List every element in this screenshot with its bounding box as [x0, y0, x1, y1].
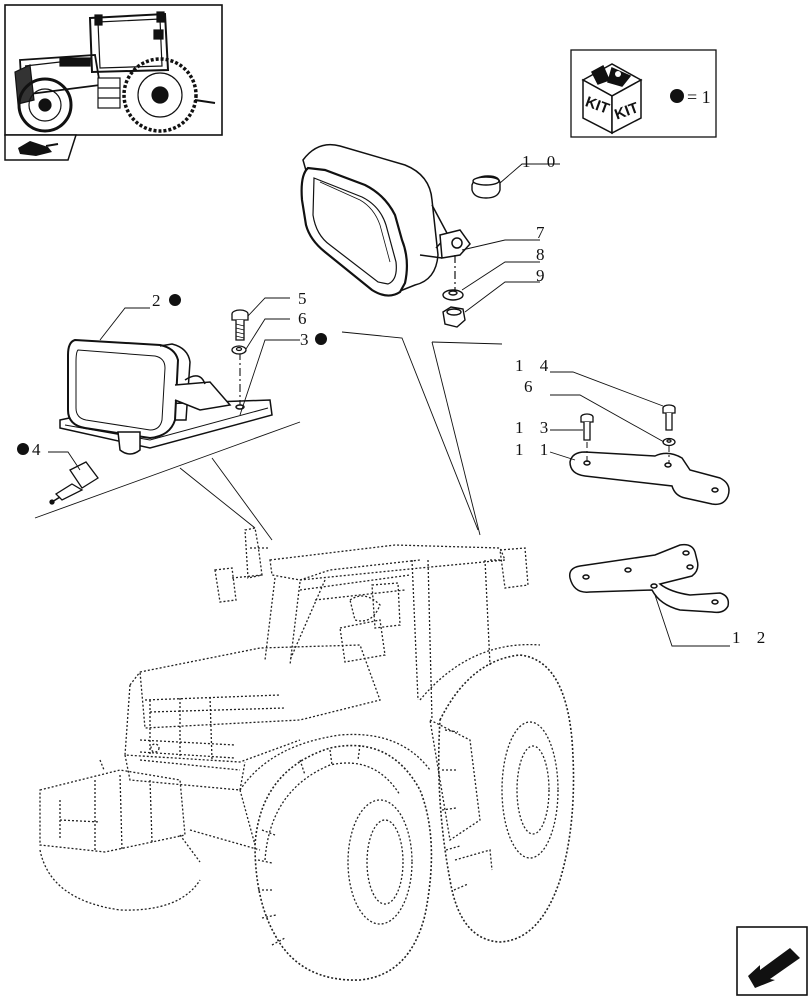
washer-part-6b: [662, 437, 676, 447]
callout-12: 1 2: [732, 628, 771, 647]
tractor-nav-icon[interactable]: [4, 134, 78, 161]
kit-dot-2: [169, 294, 181, 306]
callout-10: 1 0: [522, 152, 561, 171]
cap-part-10: [471, 175, 501, 199]
bracket-part-12: [568, 543, 730, 614]
leaders-upper: [461, 163, 560, 313]
kit-marker-dot: [670, 89, 684, 103]
callout-2: 2: [152, 291, 167, 310]
bolt-part-13: [580, 413, 594, 441]
callout-6b: 6: [524, 377, 539, 396]
mirror-lamp-assembly: [300, 143, 471, 297]
kit-dot-4: [17, 443, 29, 455]
callout-14: 1 4: [515, 356, 554, 375]
callout-5: 5: [298, 289, 313, 308]
tractor-main-illustration: [39, 527, 575, 981]
bolt-part-5: [231, 309, 249, 341]
callout-3: 3: [300, 330, 315, 349]
kit-legend-box: KIT KIT = 1: [570, 49, 717, 138]
callout-6: 6: [298, 309, 313, 328]
connector-part-4: [49, 461, 99, 505]
tractor-thumbnail-panel[interactable]: [4, 4, 223, 136]
perspective-lines: [34, 331, 503, 541]
callout-4: 4: [32, 440, 47, 459]
callout-7: 7: [536, 223, 551, 242]
callout-11: 1 1: [515, 440, 554, 459]
tractor-thumbnail-icon: [14, 11, 216, 133]
arrow-next-icon[interactable]: [736, 926, 808, 996]
callout-9: 9: [536, 266, 551, 285]
washer-part-6: [231, 345, 247, 355]
kit-box-icon: [581, 63, 643, 135]
kit-dot-3: [315, 333, 327, 345]
callout-13: 1 3: [515, 418, 554, 437]
kit-legend-text: = 1: [687, 87, 711, 107]
leaders-left: [48, 297, 300, 471]
work-lamp-left: [59, 338, 273, 455]
nut-part-9: [442, 306, 466, 328]
callout-8: 8: [536, 245, 551, 264]
bracket-part-11: [569, 451, 730, 506]
bolt-part-14: [662, 404, 676, 431]
leaders-brackets: [549, 371, 730, 647]
washer-part-8: [442, 289, 464, 301]
